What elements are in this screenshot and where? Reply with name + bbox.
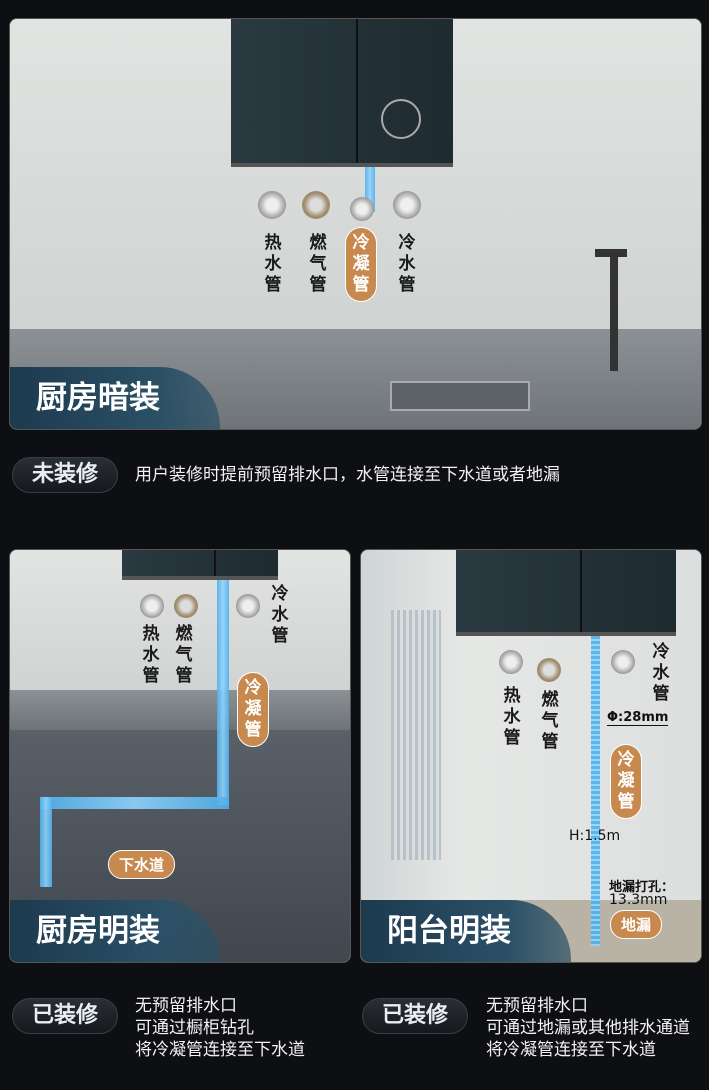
gas-pipe-label: 燃气管	[309, 233, 327, 295]
floor-hole-label: 地漏打孔：	[609, 880, 675, 895]
note-line: 无预留排水口	[135, 996, 237, 1016]
height-label: H:1.5m	[569, 828, 621, 844]
note-text: 无预留排水口 可通过地漏或其他排水通道 将冷凝管连接至下水道	[486, 995, 690, 1061]
water-heater	[231, 19, 453, 167]
condensate-outlet	[350, 197, 374, 221]
gas-pipe	[174, 594, 198, 618]
faucet	[610, 251, 618, 371]
water-heater	[122, 550, 278, 580]
sink	[390, 381, 530, 411]
note-tag: 已装修	[12, 998, 118, 1034]
note-line: 将冷凝管连接至下水道	[486, 1040, 656, 1060]
hot-water-pipe-label: 热水管	[142, 624, 160, 686]
logo	[381, 99, 421, 139]
cold-water-pipe-label: 冷水管	[271, 584, 289, 646]
cold-water-valve	[611, 650, 635, 674]
condensate-pipe	[217, 580, 229, 805]
diameter-label: Φ:28mm	[607, 710, 669, 726]
cold-water-valve	[236, 594, 260, 618]
condensate-pipe-horizontal	[40, 797, 229, 809]
hot-water-valve	[140, 594, 164, 618]
kitchen-concealed-panel: 热水管 燃气管 冷凝管 冷水管 厨房暗装	[9, 18, 702, 430]
note-text: 用户装修时提前预留排水口，水管连接至下水道或者地漏	[135, 465, 560, 485]
note-line: 可通过橱柜钻孔	[135, 1018, 254, 1038]
balcony-exposed-panel: 热水管 燃气管 冷水管 Φ:28mm 冷凝管 H:1.5m 地漏打孔： 13.3…	[360, 549, 702, 963]
floor-hole-size: 13.3mm	[609, 892, 668, 908]
floor-drain-label: 地漏	[610, 910, 663, 939]
condensate-pipe-label: 冷凝管	[610, 744, 642, 819]
section-title: 厨房暗装	[10, 367, 220, 429]
condensate-pipe	[365, 167, 375, 212]
gas-pipe	[302, 191, 330, 219]
condensate-pipe	[591, 636, 600, 946]
hot-water-pipe-label: 热水管	[264, 233, 282, 295]
gas-pipe	[537, 658, 561, 682]
faucet-spout	[595, 249, 627, 257]
note-text: 无预留排水口 可通过橱柜钻孔 将冷凝管连接至下水道	[135, 995, 305, 1061]
cold-water-pipe-label: 冷水管	[398, 233, 416, 295]
section-title: 厨房明装	[10, 900, 220, 962]
gas-pipe-label: 燃气管	[541, 690, 559, 752]
drain-label: 下水道	[108, 850, 176, 879]
hot-water-valve	[499, 650, 523, 674]
condensate-pipe-label: 冷凝管	[345, 227, 377, 302]
note-tag: 未装修	[12, 457, 118, 493]
hot-water-valve	[258, 191, 286, 219]
condensate-pipe-label: 冷凝管	[237, 672, 269, 747]
cold-water-pipe-label: 冷水管	[652, 642, 670, 704]
glass-partition	[391, 610, 441, 860]
note-line: 无预留排水口	[486, 996, 588, 1016]
water-heater	[456, 550, 676, 636]
note-tag: 已装修	[362, 998, 468, 1034]
note-line: 可通过地漏或其他排水通道	[486, 1018, 690, 1038]
hot-water-pipe-label: 热水管	[503, 686, 521, 748]
condensate-pipe-drain	[40, 797, 52, 887]
gas-pipe-label: 燃气管	[175, 624, 193, 686]
note-line: 将冷凝管连接至下水道	[135, 1040, 305, 1060]
cold-water-valve	[393, 191, 421, 219]
section-title: 阳台明装	[361, 900, 571, 962]
kitchen-exposed-panel: 热水管 燃气管 冷水管 冷凝管 下水道 厨房明装	[9, 549, 351, 963]
